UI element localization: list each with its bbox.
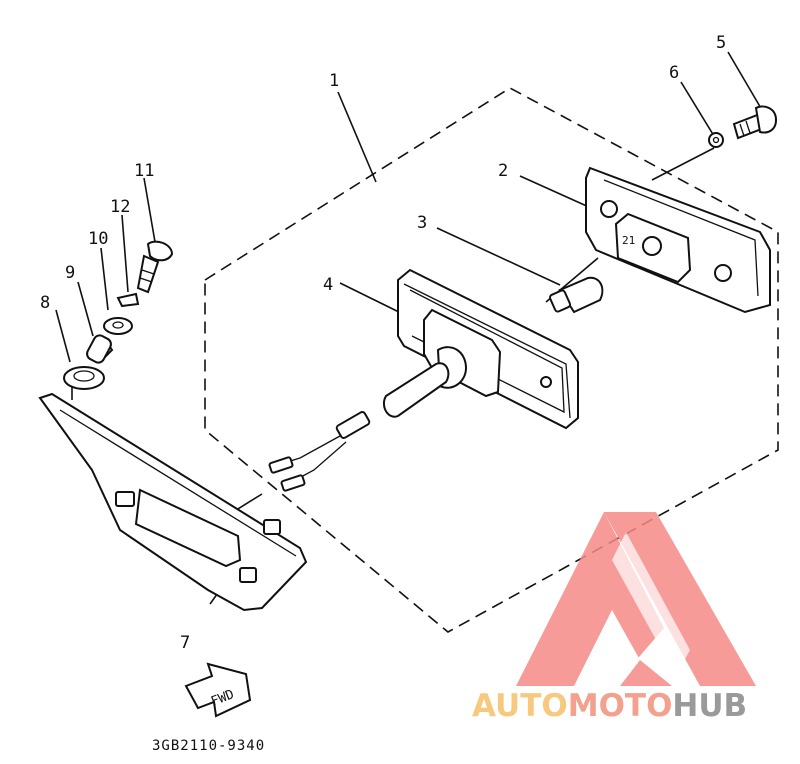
callout-10: 10 <box>88 229 108 249</box>
callout-3: 3 <box>417 213 427 233</box>
part-12-clip <box>116 292 140 308</box>
part-9-collar <box>86 334 114 364</box>
part-code: 3GB2110-9340 <box>152 738 265 754</box>
automotohub-logo-icon <box>516 512 756 686</box>
callout-8: 8 <box>40 293 50 313</box>
svg-text:21: 21 <box>622 234 635 247</box>
watermark-moto: MOTO <box>568 688 673 724</box>
callout-4: 4 <box>323 275 333 295</box>
callout-12: 12 <box>110 197 130 217</box>
callout-2: 2 <box>498 161 508 181</box>
fwd-arrow-icon: FWD <box>184 662 252 718</box>
part-10-nut <box>103 317 133 335</box>
part-3-bulb <box>548 276 604 314</box>
assembly-boundary <box>204 87 779 633</box>
part-11-screw <box>136 240 174 294</box>
automotohub-watermark: AUTOMOTOHUB <box>472 688 747 724</box>
callout-5: 5 <box>716 33 726 53</box>
callout-1: 1 <box>329 71 339 91</box>
watermark-hub: HUB <box>672 688 747 724</box>
part-8-grommet <box>63 366 105 390</box>
callout-7: 7 <box>180 633 190 653</box>
callout-11: 11 <box>134 161 154 181</box>
callout-9: 9 <box>65 263 75 283</box>
callout-6: 6 <box>669 63 679 83</box>
part-5-bolt <box>732 105 778 140</box>
callout-labels: 1 2 3 4 5 6 7 8 9 10 11 12 <box>40 33 726 653</box>
watermark-auto: AUTO <box>472 688 568 724</box>
part-2-cover-plate: 21 <box>585 166 771 314</box>
svg-text:AUTOMOTOHUB: AUTOMOTOHUB <box>472 688 747 724</box>
part-4-lamp-housing <box>268 268 579 492</box>
part-6-washer <box>708 132 724 148</box>
part-7-bracket <box>38 392 308 612</box>
